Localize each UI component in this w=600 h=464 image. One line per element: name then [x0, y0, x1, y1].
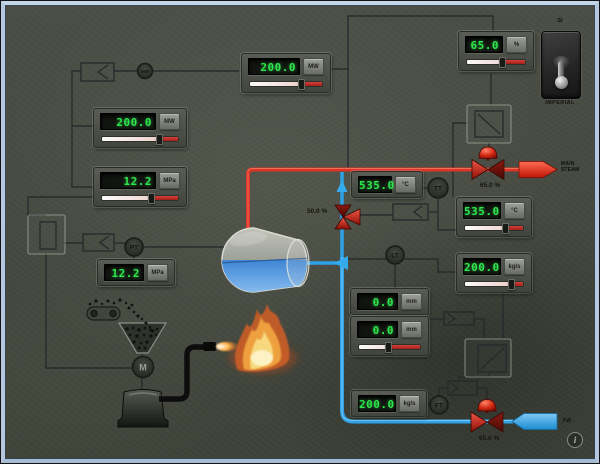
- display-drum-level: 0.0 mm: [350, 288, 429, 315]
- signal-block: [443, 311, 475, 326]
- boiler-drum: [221, 227, 310, 293]
- coal-particles: [88, 298, 159, 350]
- focus-bezel: [466, 104, 512, 144]
- signal-block: [447, 380, 478, 396]
- main-steam-valve-position-label: 65.0 %: [480, 182, 501, 189]
- digital-readout: 65.0: [465, 36, 503, 53]
- setpoint-slider[interactable]: [100, 193, 180, 204]
- digital-readout: 535.0: [358, 176, 394, 193]
- unit-system-toggle-switch[interactable]: [541, 31, 581, 99]
- main-steam-valve[interactable]: [471, 146, 505, 180]
- digital-readout: 200.0: [463, 258, 501, 275]
- display-steam-pressure: 12.2 MPa: [97, 259, 175, 286]
- display-steam-temperature-setpoint: 535.0 °C: [456, 197, 532, 237]
- mill-motor-icon: M: [131, 355, 155, 379]
- instrument-bubbles: MW PT TT LT FT M: [124, 62, 449, 415]
- switch-lever: [558, 61, 564, 79]
- digital-readout: 200.0: [100, 113, 156, 130]
- signal-block: [392, 203, 429, 221]
- coal-feed-system: [86, 298, 169, 428]
- display-power-setpoint: 200.0 MW: [241, 53, 331, 93]
- spray-valve-position-label: 50.0 %: [307, 208, 328, 215]
- pipe-junction-icon: [334, 256, 348, 270]
- svg-text:M: M: [139, 363, 147, 373]
- unit-label: mm: [401, 293, 422, 310]
- unit-label: °C: [504, 202, 525, 219]
- unit-label: MW: [159, 113, 180, 130]
- unit-label: %: [506, 36, 527, 53]
- switch-si-label: SI: [557, 18, 563, 24]
- switch-imperial-label: IMPERIAL: [545, 100, 575, 106]
- display-steam-temperature: 535.0 °C: [351, 171, 423, 198]
- pilot-flame: [216, 341, 238, 352]
- signal-block: [80, 62, 115, 82]
- ramp-block[interactable]: [477, 344, 507, 373]
- level-transmitter-icon: LT: [385, 245, 405, 265]
- svg-text:LT: LT: [391, 253, 398, 260]
- pressure-transmitter-icon: PT: [124, 237, 144, 257]
- setpoint-slider[interactable]: [465, 57, 527, 68]
- unit-label: kg/s: [399, 395, 420, 412]
- digital-readout: 12.2: [104, 264, 144, 281]
- display-feedwater-flow: 200.0 kg/s: [351, 390, 427, 417]
- display-valve-position: 65.0 %: [458, 31, 534, 71]
- main-steam-label-line1: MAIN: [561, 161, 575, 167]
- setpoint-slider[interactable]: [357, 342, 422, 353]
- digital-readout: 12.2: [100, 172, 156, 189]
- svg-text:FT: FT: [435, 403, 443, 410]
- svg-text:TT: TT: [434, 186, 442, 193]
- main-steam-pipe: [246, 161, 558, 229]
- signal-block: [82, 233, 115, 252]
- svg-text:PT: PT: [130, 245, 138, 252]
- ramp-block[interactable]: [474, 110, 504, 138]
- function-blocks: [27, 62, 512, 396]
- unit-label: MPa: [159, 172, 180, 189]
- feedwater-valve[interactable]: [470, 399, 504, 433]
- digital-readout: 200.0: [248, 58, 300, 75]
- pulverizer-mill: [117, 389, 169, 428]
- spray-arrow-icon: [336, 180, 348, 192]
- setpoint-slider[interactable]: [248, 79, 324, 90]
- unit-label: MPa: [147, 264, 168, 281]
- limiter-block[interactable]: [39, 221, 57, 250]
- feedwater-valve-position-label: 65.0 %: [479, 435, 500, 442]
- megawatt-transmitter-icon: MW: [136, 62, 154, 80]
- main-steam-arrow-icon: [518, 161, 558, 178]
- switch-knob: [554, 76, 568, 89]
- display-drum-level-setpoint: 0.0 mm: [350, 316, 429, 356]
- unit-label: °C: [395, 176, 416, 193]
- furnace-flame: [229, 304, 297, 374]
- flow-transmitter-icon: FT: [429, 395, 449, 415]
- temperature-transmitter-icon: TT: [427, 177, 449, 199]
- main-steam-label-line2: STEAM: [561, 167, 580, 174]
- main-steam-label: MAIN STEAM: [561, 161, 580, 174]
- setpoint-slider[interactable]: [463, 279, 525, 290]
- digital-readout: 200.0: [358, 395, 396, 412]
- svg-text:MW: MW: [141, 69, 150, 74]
- spray-attemperator-valve[interactable]: [334, 204, 361, 230]
- unit-label: kg/s: [504, 258, 525, 275]
- feedwater-arrow-icon: [511, 413, 558, 430]
- digital-readout: 0.0: [357, 293, 398, 310]
- display-steam-flow-setpoint: 200.0 kg/s: [456, 253, 532, 293]
- unit-label: mm: [401, 321, 422, 338]
- focus-bezel: [464, 338, 512, 378]
- focus-bezel: [27, 214, 66, 255]
- signal-lines: [27, 15, 504, 405]
- digital-readout: 0.0: [357, 321, 398, 338]
- display-steam-pressure-setpoint: 12.2 MPa: [93, 167, 187, 207]
- digital-readout: 535.0: [463, 202, 501, 219]
- display-power-output: 200.0 MW: [93, 108, 187, 148]
- unit-label: MW: [303, 58, 324, 75]
- feedwater-label: FW: [563, 418, 572, 424]
- setpoint-slider[interactable]: [463, 223, 525, 234]
- setpoint-slider[interactable]: [100, 134, 180, 145]
- feedwater-pipe: [307, 172, 558, 430]
- burner: [159, 341, 238, 402]
- info-button[interactable]: i: [567, 432, 583, 448]
